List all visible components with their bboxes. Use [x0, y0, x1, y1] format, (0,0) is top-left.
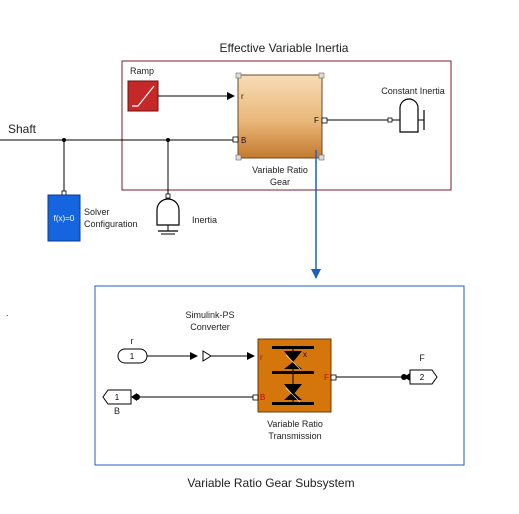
inport-r-block[interactable]: 1 — [117, 348, 148, 364]
connection-port-f-block[interactable]: 2 — [401, 369, 438, 385]
stray-dot: . — [6, 308, 9, 318]
connection-port-f-number: 2 — [420, 373, 425, 382]
variable-ratio-transmission-block[interactable]: x x r B F — [257, 338, 332, 413]
transmission-label-line2: Transmission — [268, 431, 321, 441]
upper-subsystem-frame[interactable] — [121, 60, 452, 191]
transmission-label-line1: Variable Ratio — [267, 419, 323, 429]
inport-r-name: r — [131, 336, 134, 346]
inertia-block[interactable] — [156, 193, 180, 235]
transmission-port-f: F — [324, 373, 329, 382]
connection-port-f-name: F — [419, 353, 425, 363]
transmission-f-conserving-port[interactable] — [330, 374, 337, 381]
solver-block-text: f(x)=0 — [54, 214, 75, 223]
upper-subsystem-title: Effective Variable Inertia — [220, 41, 349, 55]
transmission-port-r: r — [260, 353, 263, 362]
gear-resize-handle[interactable] — [318, 154, 325, 161]
transmission-gear-icon — [272, 346, 314, 405]
converter-label-line1: Simulink-PS — [185, 310, 234, 320]
constant-inertia-block[interactable] — [387, 98, 425, 133]
ramp-icon — [132, 85, 155, 107]
gear-label-line1: Variable Ratio — [252, 165, 308, 175]
gear-resize-handle[interactable] — [235, 72, 242, 79]
gear-b-conserving-port[interactable] — [232, 136, 239, 143]
ramp-label: Ramp — [130, 66, 154, 76]
transmission-port-b: B — [260, 393, 265, 402]
ramp-block[interactable] — [127, 80, 159, 112]
gear-f-conserving-port[interactable] — [321, 117, 328, 124]
simulink-ps-converter-block[interactable] — [202, 350, 212, 362]
shaft-label: Shaft — [8, 122, 37, 136]
inertia-label: Inertia — [192, 215, 217, 225]
converter-label-line2: Converter — [190, 322, 230, 332]
gear-label-line2: Gear — [270, 177, 290, 187]
connection-port-b-block[interactable]: 1 — [102, 389, 140, 405]
connection-port-b-name: B — [114, 406, 120, 416]
gear-port-r: r — [241, 92, 244, 101]
lower-subsystem-title: Variable Ratio Gear Subsystem — [187, 476, 354, 490]
solver-label-line2: Configuration — [84, 219, 138, 229]
inport-r-number: 1 — [130, 352, 135, 361]
solver-label-line1: Solver — [84, 207, 110, 217]
transmission-icon-x-bottom: x — [290, 393, 294, 402]
gear-port-f: F — [314, 116, 319, 125]
variable-ratio-gear-block[interactable]: r B F — [235, 72, 325, 161]
connection-port-b-number: 1 — [115, 393, 120, 402]
gear-resize-handle[interactable] — [235, 154, 242, 161]
solver-configuration-block[interactable]: f(x)=0 — [47, 190, 81, 242]
lower-subsystem-frame[interactable] — [94, 285, 465, 466]
transmission-b-conserving-port[interactable] — [252, 394, 259, 401]
transmission-icon-x-top: x — [303, 350, 307, 359]
gear-resize-handle[interactable] — [318, 72, 325, 79]
constant-inertia-label: Constant Inertia — [381, 86, 445, 96]
gear-port-b: B — [241, 136, 246, 145]
